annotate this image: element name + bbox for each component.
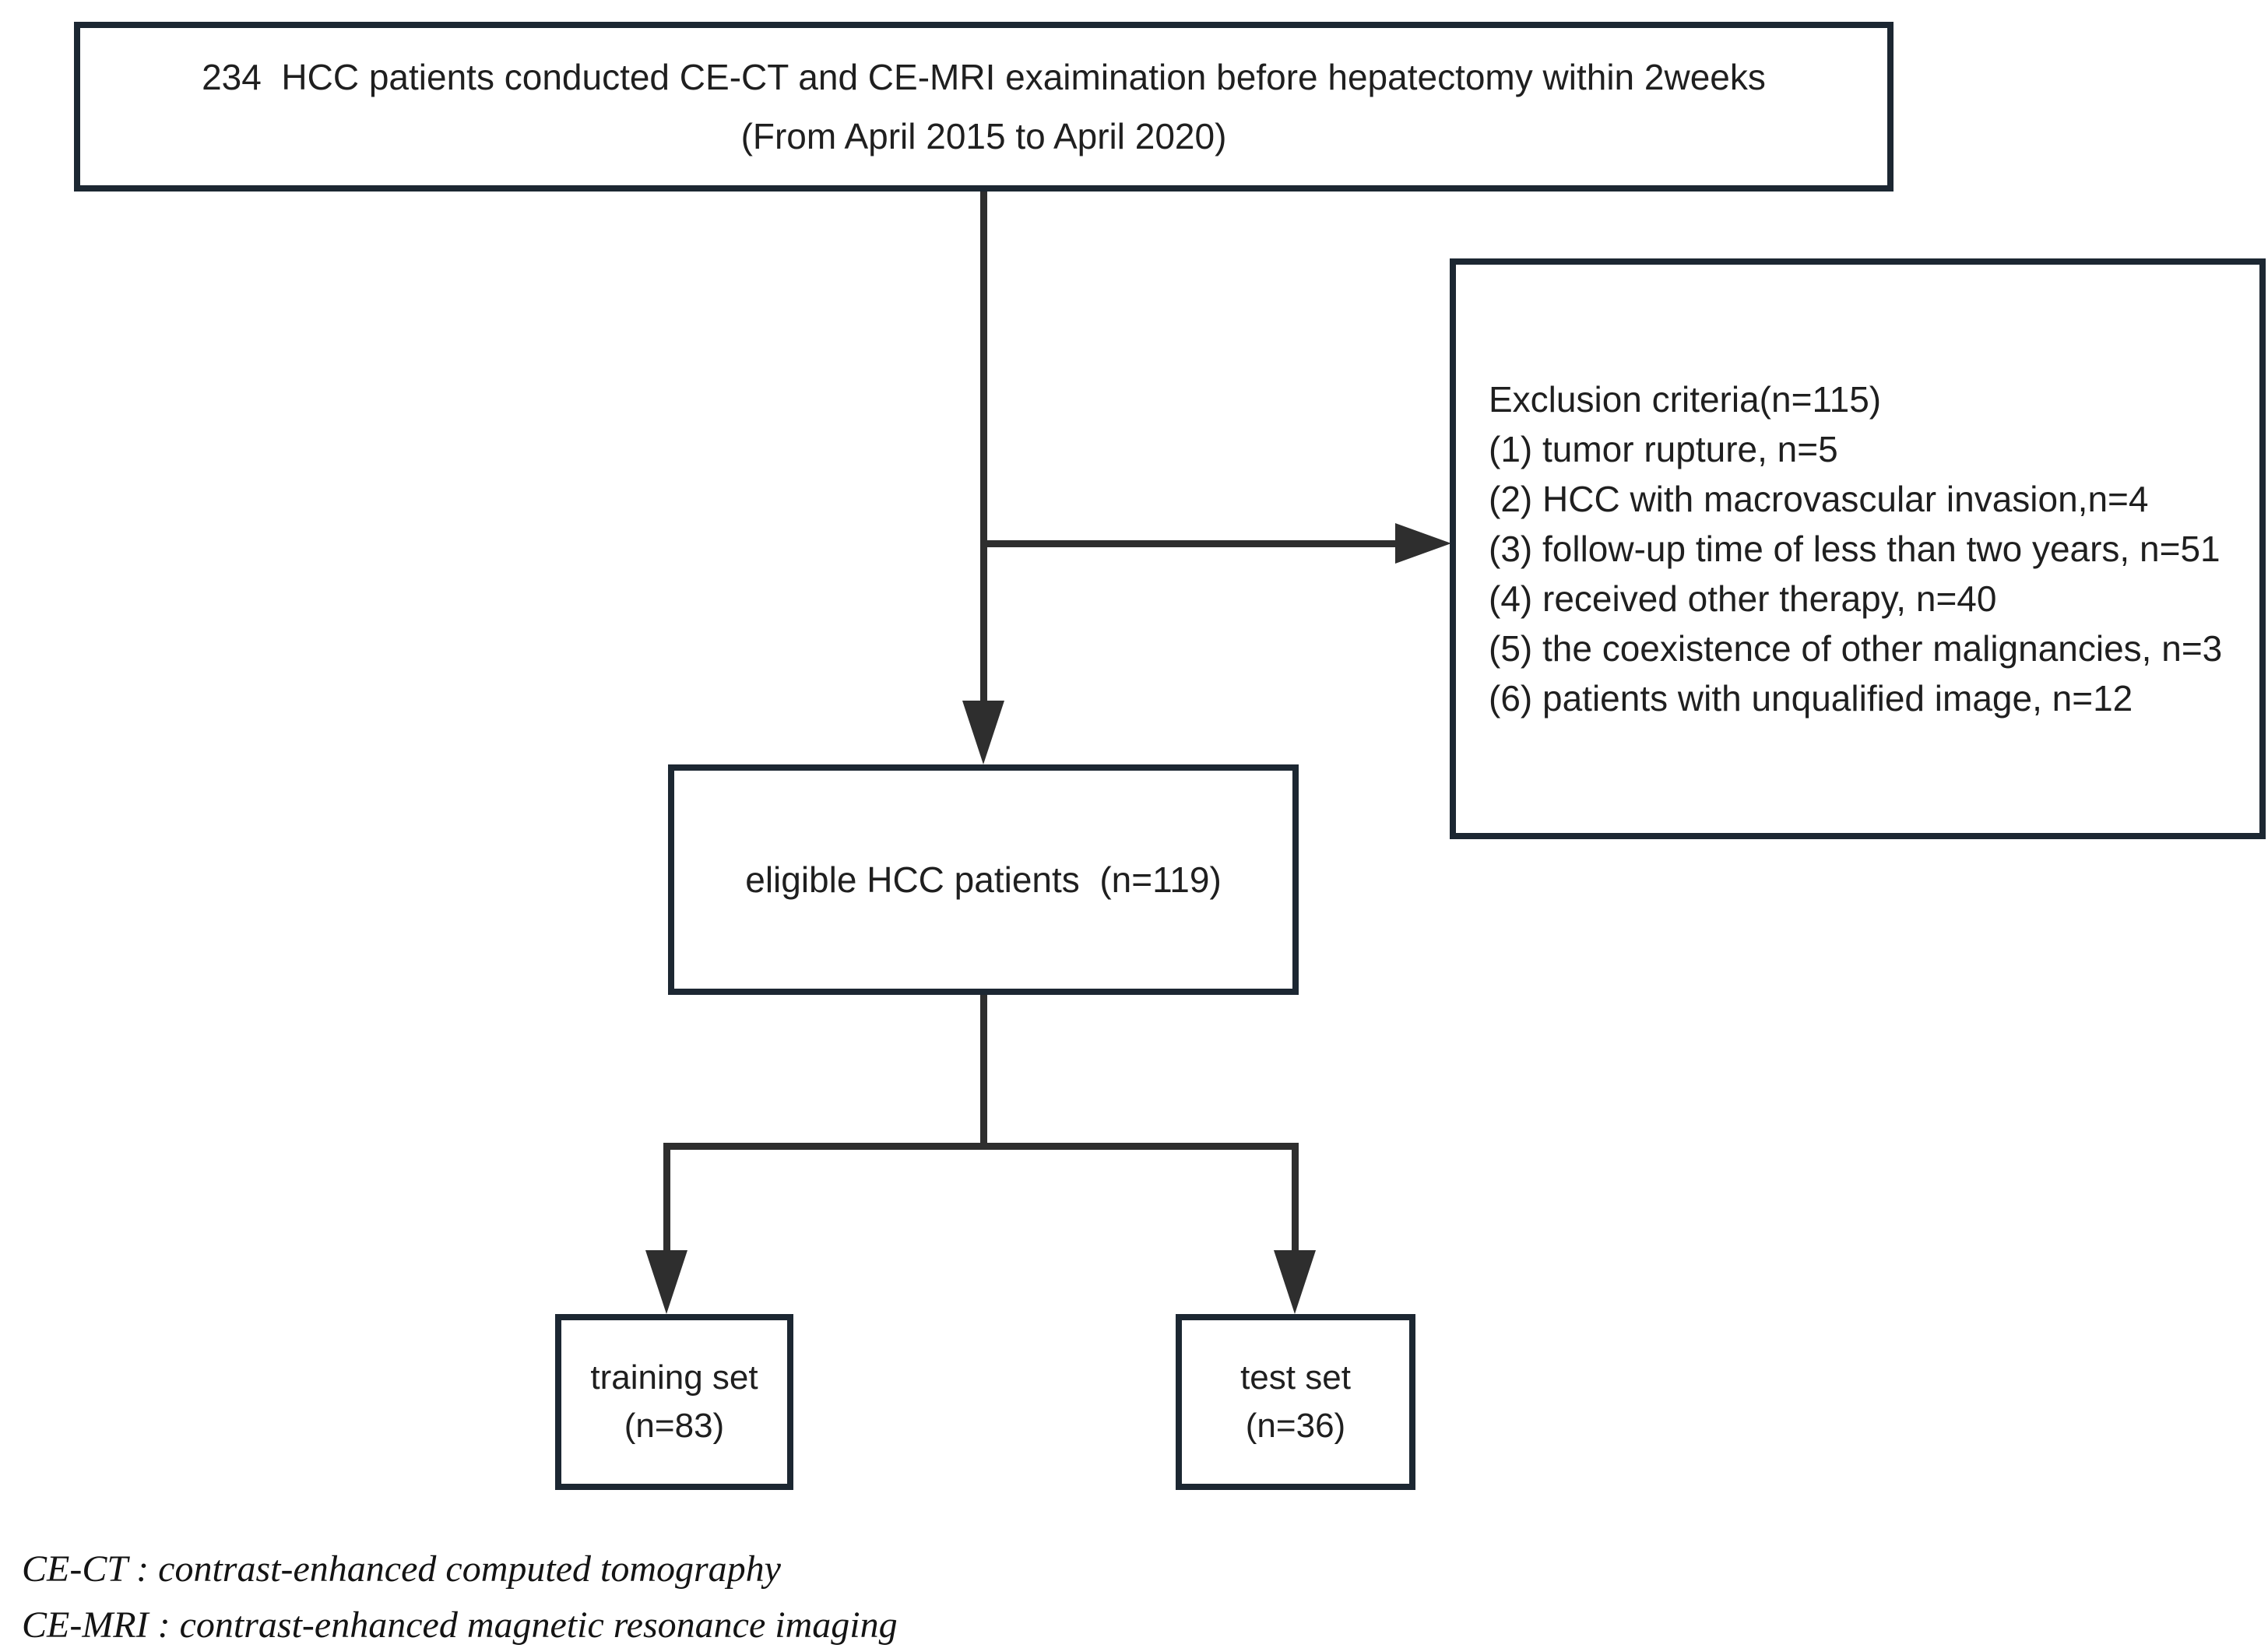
exclusion-item-4: (4) received other therapy, n=40: [1489, 578, 1997, 619]
exclusion-item-1: (1) tumor rupture, n=5: [1489, 429, 1838, 469]
connector-split-horizontal-line: [663, 1143, 1299, 1150]
footnote-ce-mri: CE-MRI : contrast-enhanced magnetic reso…: [22, 1604, 898, 1646]
connector-top-to-eligible-line: [980, 192, 987, 705]
exclusion-criteria-box: Exclusion criteria(n=115) (1) tumor rupt…: [1450, 258, 2266, 839]
exclusion-item-2: (2) HCC with macrovascular invasion,n=4: [1489, 479, 2149, 519]
connector-to-exclusion-line: [980, 540, 1398, 547]
exclusion-item-3: (3) follow-up time of less than two year…: [1489, 529, 2221, 569]
connector-eligible-down-line: [980, 995, 987, 1146]
arrowhead-into-exclusion-icon: [1395, 523, 1451, 564]
eligible-patients-label: eligible HCC patients (n=119): [745, 859, 1222, 900]
arrowhead-into-training-icon: [645, 1250, 687, 1314]
enrollment-line-1: 234 HCC patients conducted CE-CT and CE-…: [202, 57, 1766, 97]
arrowhead-into-eligible-icon: [962, 701, 1004, 764]
test-set-count: (n=36): [1245, 1407, 1346, 1445]
connector-to-test-line: [1292, 1143, 1299, 1252]
training-set-label: training set: [590, 1358, 758, 1397]
enrollment-box: 234 HCC patients conducted CE-CT and CE-…: [74, 22, 1894, 192]
exclusion-item-6: (6) patients with unqualified image, n=1…: [1489, 678, 2133, 719]
footnote-ce-ct: CE-CT : contrast-enhanced computed tomog…: [22, 1548, 781, 1590]
test-set-box: test set (n=36): [1176, 1314, 1415, 1490]
exclusion-item-5: (5) the coexistence of other malignancie…: [1489, 628, 2223, 669]
arrowhead-into-test-icon: [1274, 1250, 1316, 1314]
test-set-label: test set: [1240, 1358, 1351, 1397]
training-set-count: (n=83): [624, 1407, 725, 1445]
training-set-box: training set (n=83): [555, 1314, 793, 1490]
eligible-patients-box: eligible HCC patients (n=119): [668, 764, 1299, 995]
enrollment-line-2: (From April 2015 to April 2020): [740, 116, 1227, 156]
exclusion-title: Exclusion criteria(n=115): [1489, 379, 1882, 420]
connector-to-training-line: [663, 1143, 670, 1252]
